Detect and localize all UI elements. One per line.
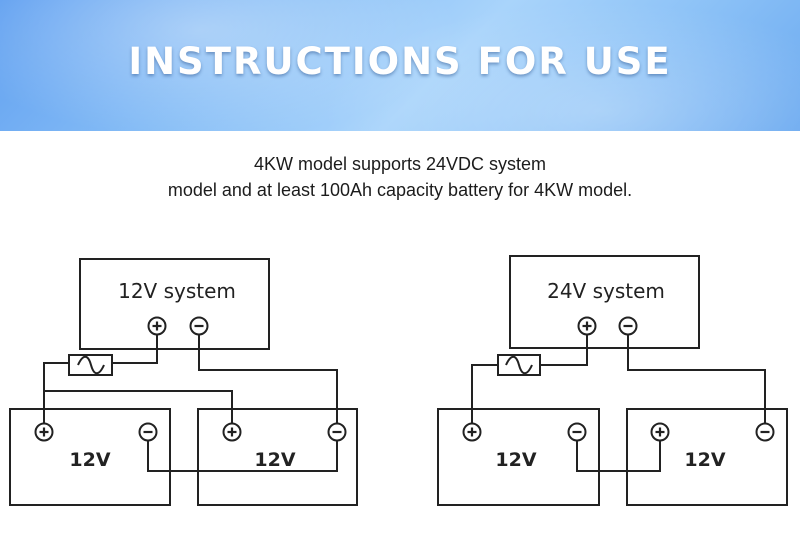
wire-positive-batt1	[43, 362, 69, 424]
wire-negative-main	[198, 333, 338, 424]
page-title: INSTRUCTIONS FOR USE	[128, 40, 672, 83]
description-line-1: 4KW model supports 24VDC system	[253, 154, 547, 174]
terminal-negative-icon	[189, 316, 209, 336]
terminal-negative-icon	[755, 422, 775, 442]
battery-left-1	[9, 408, 171, 506]
terminal-positive-icon	[462, 422, 482, 442]
battery-label: 12V	[684, 449, 725, 471]
terminal-positive-icon	[222, 422, 242, 442]
wire-positive-batt1	[471, 364, 498, 424]
battery-right-2	[626, 408, 788, 506]
wire-positive-main	[540, 333, 588, 366]
battery-label: 12V	[254, 449, 295, 471]
terminal-positive-icon	[147, 316, 167, 336]
diagram-12v-system	[9, 258, 358, 506]
terminal-positive-icon	[650, 422, 670, 442]
battery-left-2	[197, 408, 358, 506]
battery-right-1	[437, 408, 600, 506]
terminal-negative-icon	[138, 422, 158, 442]
system-label-24v: 24V system	[547, 279, 665, 303]
terminal-positive-icon	[577, 316, 597, 336]
fuse-symbol-icon	[77, 355, 105, 375]
terminal-negative-icon	[327, 422, 347, 442]
diagram-24v-system	[437, 255, 788, 506]
system-label-12v: 12V system	[118, 279, 236, 303]
system-box-24v	[509, 255, 700, 349]
battery-label: 12V	[495, 449, 536, 471]
wire-negative-link	[147, 439, 338, 472]
header-banner: INSTRUCTIONS FOR USE	[0, 0, 800, 131]
terminal-negative-icon	[618, 316, 638, 336]
fuse-symbol-icon	[505, 355, 533, 375]
description-line-2: model and at least 100Ah capacity batter…	[167, 180, 633, 200]
wire-negative-main	[627, 333, 766, 424]
terminal-positive-icon	[34, 422, 54, 442]
battery-label: 12V	[69, 449, 110, 471]
wire-positive-main	[112, 333, 158, 364]
system-box-12v	[79, 258, 270, 350]
wire-series-link	[576, 439, 661, 472]
wire-positive-batt2	[44, 390, 233, 424]
terminal-negative-icon	[567, 422, 587, 442]
